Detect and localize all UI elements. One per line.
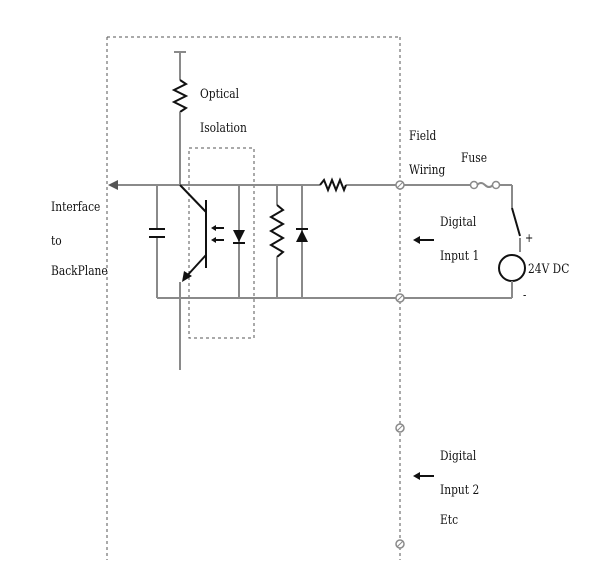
- fuse-terminal-left: [469, 180, 479, 190]
- label-minus: -: [523, 288, 527, 302]
- label-input-1: Input 1: [440, 249, 480, 264]
- label-fuse: Fuse: [461, 151, 488, 166]
- label-to: to: [51, 234, 62, 249]
- fuse-terminal-right: [491, 180, 501, 190]
- series-resistor: [319, 177, 347, 193]
- label-24v-dc: 24V DC: [528, 262, 570, 277]
- emitter-arrow: [182, 271, 192, 282]
- pullup-resistor: [171, 79, 189, 113]
- label-input-2: Input 2: [440, 483, 480, 498]
- switch-icon: [511, 207, 521, 237]
- label-isolation: Isolation: [200, 121, 247, 136]
- input-resistor: [269, 204, 285, 258]
- label-interface: Interface: [51, 200, 101, 215]
- diode-triangle: [296, 230, 308, 242]
- optocoupler-box: [188, 147, 255, 339]
- label-wiring: Wiring: [409, 163, 446, 178]
- label-optical: Optical: [200, 87, 240, 102]
- label-digital-2: Digital: [440, 449, 477, 464]
- label-digital-1: Digital: [440, 215, 477, 230]
- label-backplane: BackPlane: [51, 264, 108, 279]
- led-triangle: [233, 230, 245, 242]
- label-etc: Etc: [440, 513, 459, 528]
- interface-arrow: [108, 180, 118, 190]
- label-plus: +: [525, 231, 534, 245]
- fuse-icon: [476, 182, 494, 188]
- transistor-collector: [179, 184, 207, 213]
- voltage-source-icon: [498, 254, 526, 282]
- label-field: Field: [409, 129, 437, 144]
